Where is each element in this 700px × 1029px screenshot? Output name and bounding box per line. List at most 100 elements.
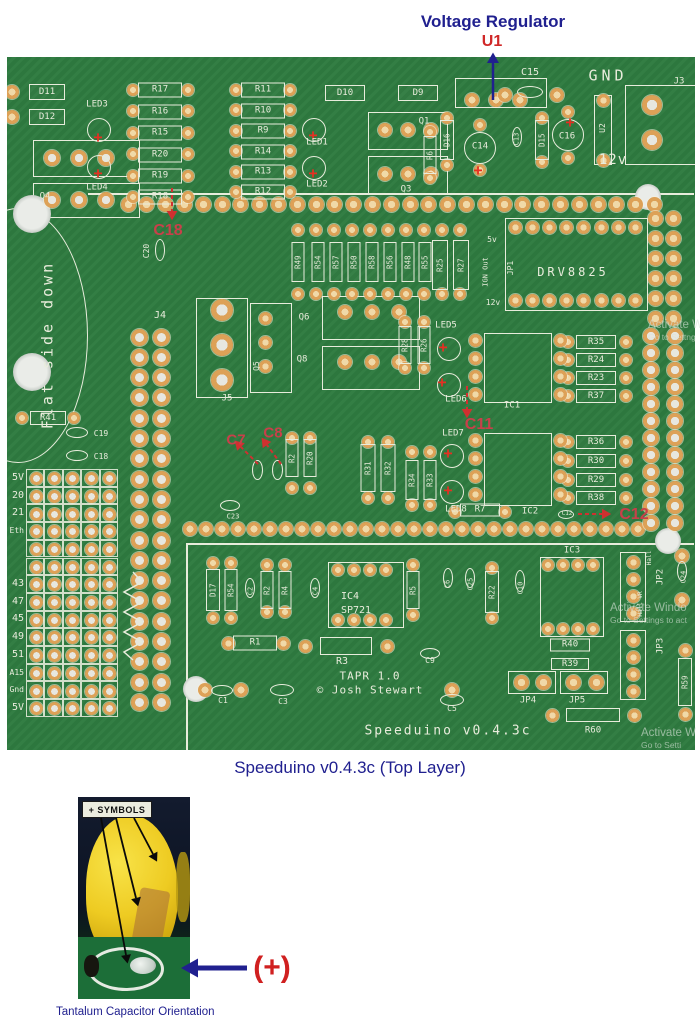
pcb-pad [424,446,436,458]
pcb-pad [84,613,98,627]
pcb-pad [231,522,245,536]
pcb-pad [66,472,80,486]
pcb-pad [468,387,482,401]
component-box: R2 [285,439,299,477]
pcb-pad [424,499,436,511]
component-box: R38 [576,491,616,505]
component-box: R5 [406,571,420,609]
pcb-pad [642,130,662,150]
proto-grid-cell [99,699,118,717]
pcb-pad [29,649,43,663]
silkscreen-label: SP721 [340,605,372,616]
pcb-pad [678,707,692,721]
capacitor-symbol [155,239,165,261]
silkscreen-label: J4 [153,310,167,321]
pcb-pad [365,305,379,319]
pcb-pad [392,305,406,319]
proto-grid-cell [44,646,63,664]
led-outline [302,156,326,180]
pcb-pad [29,684,43,698]
pcb-pad [29,507,43,521]
pcb-pad [84,631,98,645]
pcb-pad [401,123,415,137]
silkscreen-label: C19 [93,429,109,438]
pcb-pad [258,335,272,349]
proto-grid-cell [81,504,100,523]
pcb-pad [84,472,98,486]
pcb-pad [667,413,683,429]
pcb-pad [152,551,170,569]
component-box: R33 [423,460,437,500]
component-box: R54 [311,242,325,282]
pcb-pad [66,507,80,521]
proto-grid-cell [81,663,100,682]
pcb-pad [590,196,606,212]
pcb-pad [84,702,98,716]
component-box: R37 [576,389,616,403]
watermark-line: Go to Settings to act [610,615,688,626]
proto-grid-cell [62,681,82,700]
pcb-pad [643,413,659,429]
component-box: R22 [485,571,499,613]
photo-pcb-area [78,937,190,999]
component-box: R31 [360,444,376,492]
silkscreen-label: JP2 [655,568,666,586]
pcb-pad [198,683,212,697]
silkscreen-label: Q1 [418,116,430,127]
pcb-pad [130,348,148,366]
pcb-pad [348,614,360,626]
pcb-pad [152,430,170,447]
component-box: R27 [453,240,469,290]
silkscreen-label: C20 [142,243,151,259]
proto-grid-cell [26,539,45,558]
pcb-pad [103,613,117,627]
proto-row-label: 5V [11,471,24,483]
pcb-pad [247,522,261,536]
pcb-pad [535,674,551,690]
component-box: R29 [576,473,616,487]
pcb-pad [436,224,448,236]
pcb-pad [620,336,632,348]
proto-grid-cell [62,628,82,646]
pcb-pad [47,560,61,574]
component-box: D16 [440,120,454,160]
proto-grid-cell [81,592,100,611]
capacitor-symbol [220,499,240,511]
pcb-pad [468,351,482,365]
pcb-pad [230,186,242,198]
capacitor-symbol [310,578,320,598]
watermark-line: Activate W [648,319,700,331]
silkscreen-label: R60 [584,725,602,736]
polarity-plus-mark: + [443,481,453,499]
pcb-pad [499,506,511,518]
pcb-pad [130,328,148,346]
pcb-pad [550,88,564,102]
pcb-pad [402,196,418,212]
component-box: R11 [241,82,285,98]
pcb-pad [152,348,170,366]
pcb-pad [182,105,194,118]
component-box: R18 [138,189,182,205]
pcb-pad [66,631,80,645]
pcb-pad [508,293,522,307]
silkscreen-line [88,193,694,195]
polarity-plus-mark: + [437,373,447,391]
pcb-pad [643,481,659,497]
pcb-pad [182,148,194,161]
pcb-pad [400,224,412,236]
pcb-pad [84,525,98,539]
pcb-pad [346,196,362,212]
proto-row-label: 51 [11,648,24,660]
capacitor-symbol [245,578,255,598]
component-box: R30 [576,454,616,468]
component-footprint [368,112,448,150]
pcb-pad [626,555,640,569]
pcb-pad [665,210,681,226]
pcb-pad [596,153,610,167]
pcb-pad [383,196,399,212]
proto-grid-cell [99,575,118,593]
pcb-pad [130,450,148,468]
pcb-pad [562,106,574,118]
pcb-pad [276,636,290,650]
